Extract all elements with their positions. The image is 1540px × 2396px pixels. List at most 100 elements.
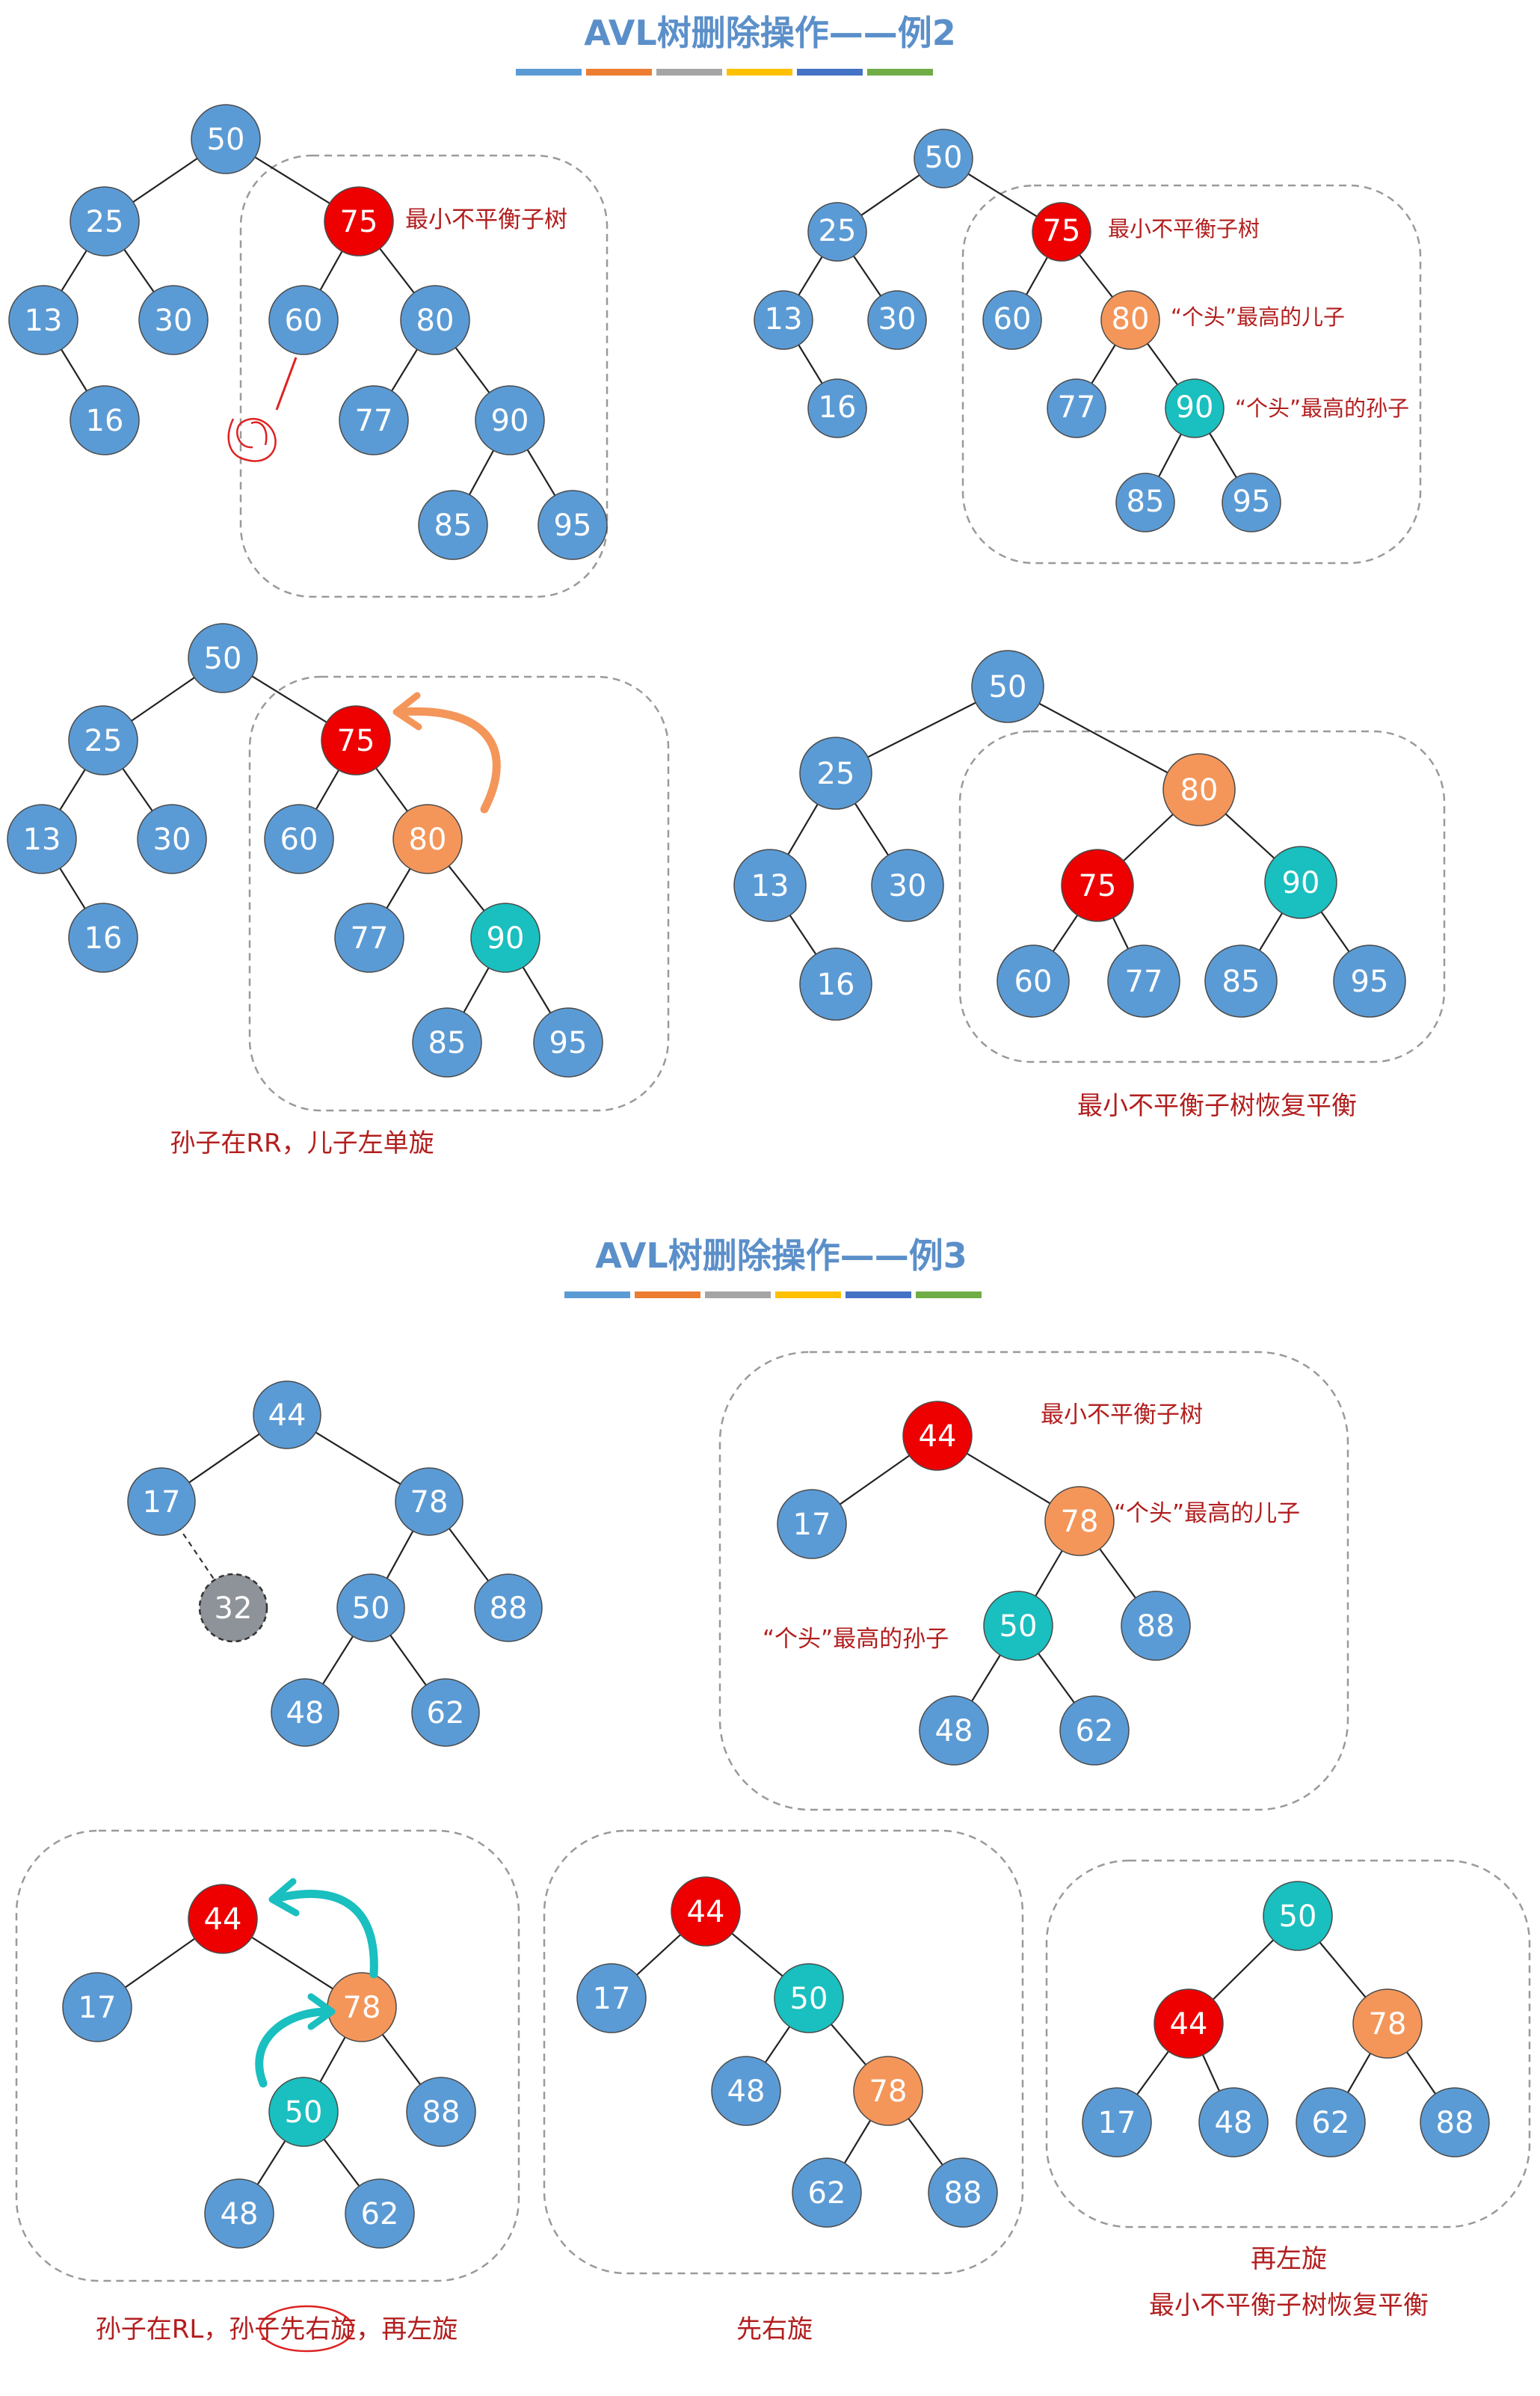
title-bar-segment bbox=[656, 69, 722, 76]
tree-node-circle bbox=[345, 2178, 415, 2249]
tree-node-label: 13 bbox=[25, 304, 63, 338]
tree-node-circle bbox=[68, 705, 138, 775]
tree-node-circle bbox=[188, 623, 258, 693]
tree-node-circle bbox=[470, 903, 540, 973]
tree-node-label: 62 bbox=[808, 2176, 846, 2211]
tree-node-label: 78 bbox=[1369, 2007, 1407, 2042]
tree-node-circle bbox=[1115, 473, 1175, 532]
tree-node-label: 48 bbox=[727, 2074, 766, 2109]
tree-node-label: 16 bbox=[86, 404, 124, 438]
tree-node-label: 25 bbox=[817, 757, 855, 791]
tree-node-circle bbox=[62, 1972, 132, 2042]
tree-node-label: 75 bbox=[1043, 214, 1081, 248]
tree-node-circle bbox=[1100, 290, 1160, 350]
tree-node-label: 30 bbox=[878, 302, 917, 337]
arrow-head bbox=[392, 692, 422, 731]
subtree-box bbox=[248, 675, 670, 1112]
tree-node-circle bbox=[268, 285, 339, 355]
tree-node-label: 78 bbox=[343, 1991, 381, 2025]
tree-node-label: 88 bbox=[944, 2176, 982, 2211]
tree-node-label: 62 bbox=[427, 1696, 465, 1730]
arrow-head bbox=[268, 1878, 300, 1917]
tree-node-label: 50 bbox=[790, 1982, 828, 2016]
tree-node-label: 16 bbox=[84, 921, 123, 956]
tree-node-label: 88 bbox=[1436, 2106, 1474, 2140]
tree-node-circle bbox=[807, 202, 867, 262]
tree-node-circle bbox=[914, 129, 973, 188]
tree-node-circle bbox=[1333, 944, 1406, 1018]
tree-node-label: 32 bbox=[215, 1591, 253, 1626]
tree-node-circle bbox=[1162, 753, 1236, 826]
subtree-box bbox=[239, 154, 609, 598]
tree-node-label: 62 bbox=[361, 2197, 399, 2231]
tree-node-circle bbox=[1082, 2087, 1152, 2157]
tree-node-label: 90 bbox=[491, 404, 529, 438]
tree-node-circle bbox=[671, 1876, 741, 1947]
tree-node-circle bbox=[268, 2077, 339, 2147]
tree-node-circle bbox=[1263, 1881, 1333, 1951]
tree-node-circle bbox=[867, 290, 927, 350]
tree-node-label: 44 bbox=[687, 1895, 725, 1929]
tree-node-label: 78 bbox=[1061, 1505, 1099, 1539]
tree-node-circle bbox=[138, 285, 209, 355]
tree-node-circle bbox=[411, 1678, 480, 1747]
tree-node-label: 95 bbox=[1233, 485, 1271, 519]
tree-node-circle bbox=[1352, 1988, 1423, 2059]
tree-node-circle bbox=[533, 1007, 603, 1078]
tree-node-label: 17 bbox=[143, 1485, 181, 1520]
tree-node-label: 62 bbox=[1076, 1714, 1114, 1748]
tree-node-label: 25 bbox=[819, 214, 857, 248]
tree-node-label: 50 bbox=[925, 141, 963, 175]
label-tallest-grandchild: “个头”最高的孙子 bbox=[1235, 396, 1409, 421]
tree-node-label: 30 bbox=[153, 823, 191, 857]
tree-node-circle bbox=[406, 2077, 476, 2147]
tree-node-label: 16 bbox=[819, 390, 857, 425]
tree-node-label: 75 bbox=[337, 724, 375, 758]
rotate-left-arrow bbox=[398, 707, 501, 814]
title-bar-segment bbox=[797, 69, 863, 76]
tree-node-label: 80 bbox=[1180, 773, 1219, 808]
tree-node-label: 44 bbox=[1170, 2007, 1208, 2042]
label-tallest-child: “个头”最高的儿子 bbox=[1114, 1500, 1300, 1527]
tree-node-label: 88 bbox=[1137, 1609, 1175, 1644]
title-bar-segment bbox=[635, 1291, 700, 1298]
title-bar-segment bbox=[564, 1291, 630, 1298]
tree-node-circle bbox=[68, 903, 138, 973]
tree-node-label: 77 bbox=[355, 404, 393, 438]
title-bar-segment bbox=[586, 69, 652, 76]
caption-balanced: 最小不平衡子树恢复平衡 bbox=[1077, 1091, 1357, 1121]
tree-node-circle bbox=[1061, 849, 1134, 922]
subtree-box bbox=[15, 1829, 520, 2282]
rotate-right-arrow bbox=[255, 2007, 332, 2088]
tree-node-circle bbox=[198, 1573, 268, 1643]
tree-node-label: 60 bbox=[1014, 965, 1053, 999]
tree-node-circle bbox=[1264, 846, 1337, 919]
tree-node-circle bbox=[928, 2157, 998, 2228]
subtree-box bbox=[961, 184, 1422, 565]
tree-node-label: 78 bbox=[410, 1485, 449, 1520]
tree-node-circle bbox=[1154, 1988, 1224, 2059]
subtree-box bbox=[958, 730, 1446, 1063]
tree-node-label: 60 bbox=[280, 823, 318, 857]
caption-right-rotate: 先右旋 bbox=[736, 2314, 813, 2344]
tree-node-label: 95 bbox=[549, 1026, 588, 1060]
deleted-node-scribble bbox=[227, 357, 298, 462]
tree-node-label: 17 bbox=[793, 1508, 831, 1542]
tree-node-circle bbox=[412, 1007, 482, 1078]
tree-node-circle bbox=[339, 385, 409, 455]
tree-node-circle bbox=[1121, 1591, 1191, 1661]
tree-node-circle bbox=[324, 186, 394, 257]
tree-node-label: 25 bbox=[86, 205, 124, 239]
tree-node-circle bbox=[538, 490, 608, 560]
tree-node-circle bbox=[792, 2157, 862, 2228]
tree-node-label: 80 bbox=[1112, 302, 1150, 337]
tree-node-label: 75 bbox=[1079, 869, 1117, 903]
tree-node-circle bbox=[70, 186, 140, 257]
tree-node-circle bbox=[264, 804, 334, 874]
